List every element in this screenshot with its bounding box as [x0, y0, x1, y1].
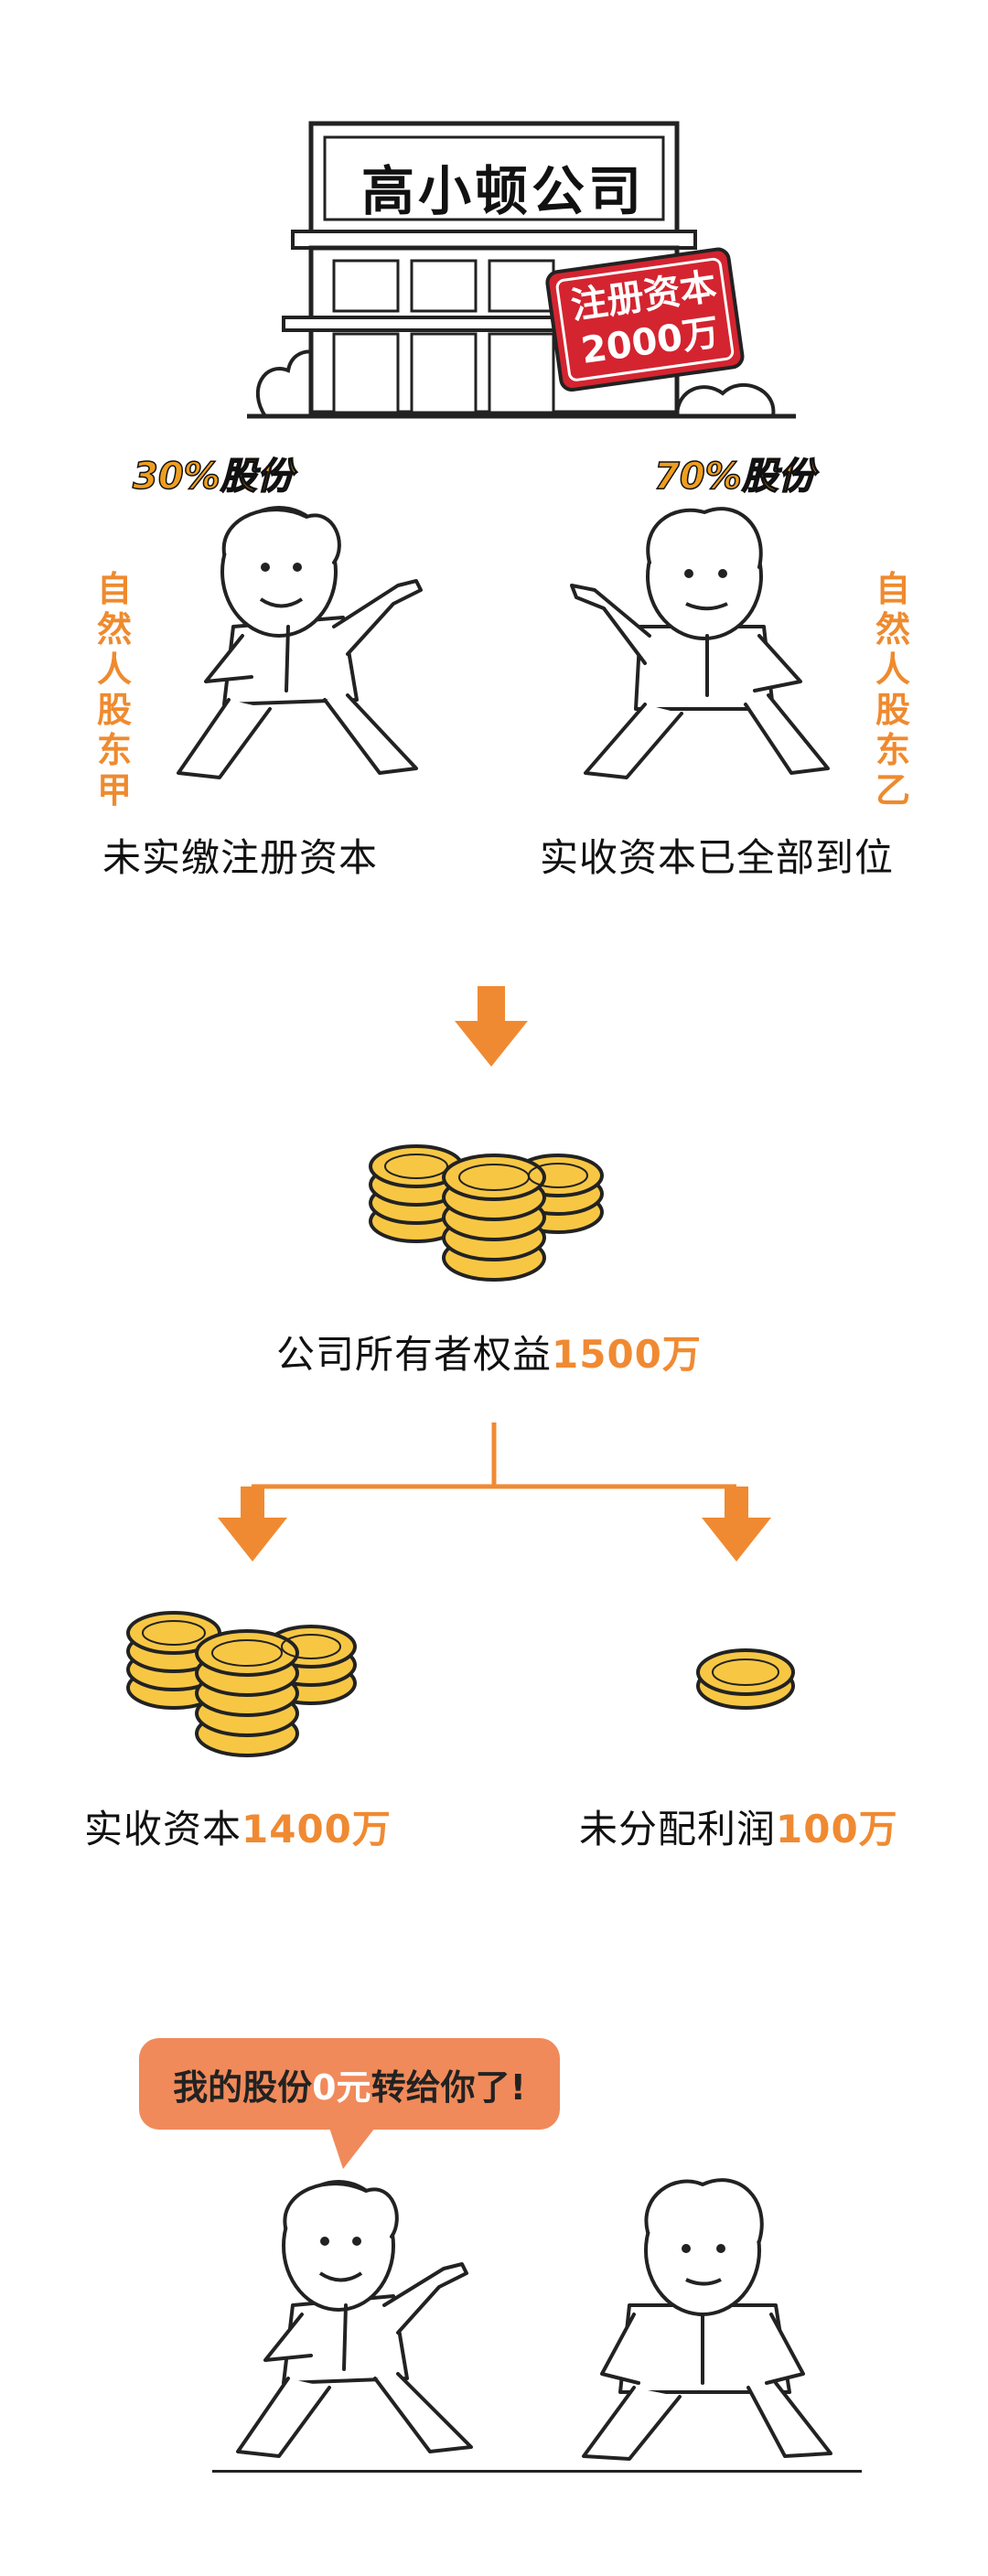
coin-stack-large-icon [126, 1611, 357, 1757]
status-a: 未实缴注册资本 [102, 835, 379, 880]
share-label-b: 70%股份 [653, 455, 815, 499]
shareholder-b-bottom-figure [582, 2178, 832, 2461]
status-b: 实收资本已全部到位 [540, 835, 895, 880]
equity-label: 公司所有者权益 [276, 1332, 553, 1377]
speech-bubble-tail [329, 2128, 375, 2169]
paid-capital-caption: 实收资本1400万 [84, 1798, 392, 1854]
company-sign: 高小顿公司 [361, 160, 646, 222]
split-connector [218, 1422, 771, 1562]
retained-profit-amount: 100万 [776, 1807, 898, 1852]
paid-capital-label: 实收资本 [84, 1807, 242, 1852]
coin-stack-icon [369, 1144, 604, 1282]
role-label-b: 自然人股东乙 [875, 569, 910, 810]
retained-profit-caption: 未分配利润100万 [579, 1798, 898, 1854]
paid-capital-amount: 1400万 [242, 1807, 392, 1852]
company-building-illustration [247, 121, 796, 419]
share-label-a: 30%股份 [132, 455, 294, 499]
shareholder-b-figure [570, 507, 830, 779]
speech-suffix: 转给你了! [370, 2066, 526, 2108]
speech-prefix: 我的股份 [173, 2066, 313, 2108]
shareholder-a-bottom-figure [236, 2180, 473, 2458]
speech-highlight: 0元 [312, 2066, 371, 2108]
shareholder-a-figure [177, 506, 423, 779]
arrow-down-icon [455, 986, 528, 1067]
single-coin-icon [696, 1648, 795, 1710]
equity-caption: 公司所有者权益1500万 [276, 1324, 702, 1379]
retained-profit-label: 未分配利润 [579, 1807, 777, 1852]
equity-amount: 1500万 [552, 1332, 702, 1377]
ground-line [212, 2470, 862, 2473]
role-label-a: 自然人股东甲 [96, 569, 132, 810]
